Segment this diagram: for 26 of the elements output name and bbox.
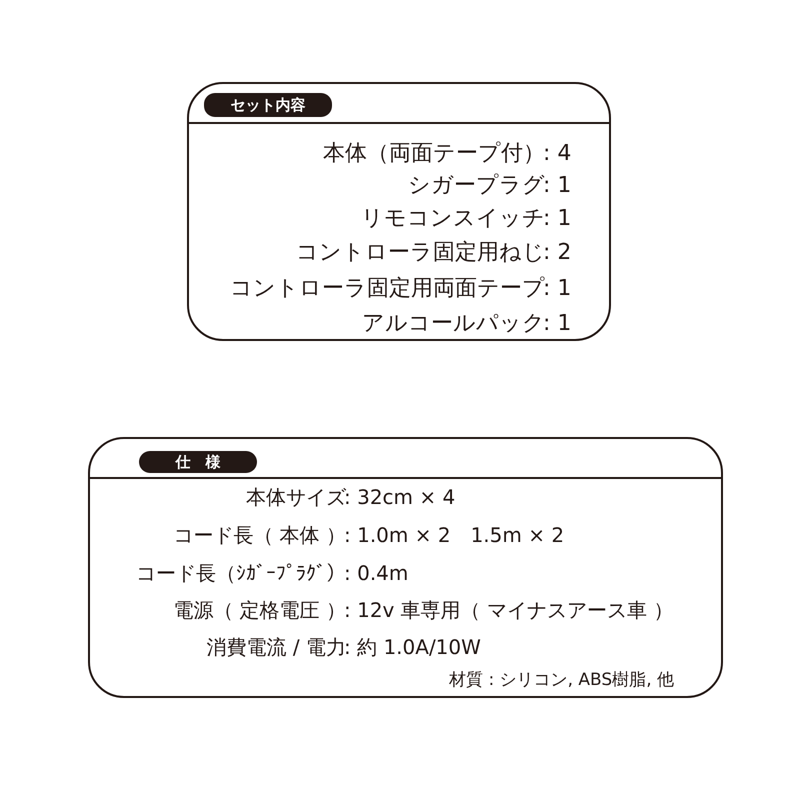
- spec-label: 本体（両面テープ付）: [323, 143, 545, 165]
- spec-value: : 約 1.0A/10W: [344, 637, 481, 657]
- spec-label: リモコンスイッチ: [361, 208, 545, 230]
- panel-box: [187, 82, 611, 341]
- heading-badge: 仕 様: [139, 451, 257, 473]
- spec-value: : 1: [543, 208, 572, 230]
- spec-value: : 0.4m: [344, 563, 408, 583]
- spec-label: アルコールパック: [362, 313, 545, 335]
- spec-label: コントローラ固定用両面テープ: [230, 278, 545, 300]
- heading-badge: セット内容: [204, 93, 332, 117]
- spec-value: : 1.0m × 2 1.5m × 2: [344, 525, 564, 545]
- spec-label: コントローラ固定用ねじ: [296, 242, 545, 264]
- spec-label: シガープラグ: [408, 175, 545, 197]
- spec-label: 本体サイズ: [246, 487, 346, 507]
- spec-label: 電源（ 定格電圧 ）: [173, 600, 346, 620]
- spec-label: 消費電流 / 電力: [206, 637, 346, 657]
- spec-value: : 1: [543, 313, 572, 335]
- spec-value: : 1: [543, 175, 572, 197]
- panel-box: [88, 437, 723, 698]
- spec-value: : 4: [543, 143, 572, 165]
- spec-label: コード長（ｼｶﾞｰﾌﾟﾗｸﾞ）: [136, 563, 346, 583]
- note-text: 材質 : シリコン, ABS樹脂, 他: [449, 672, 674, 688]
- spec-label: コード長（ 本体 ）: [173, 525, 346, 545]
- spec-value: : 12v 車専用（ マイナスアース車 ）: [344, 600, 674, 620]
- spec-value: : 2: [543, 242, 572, 264]
- spec-value: : 1: [543, 278, 572, 300]
